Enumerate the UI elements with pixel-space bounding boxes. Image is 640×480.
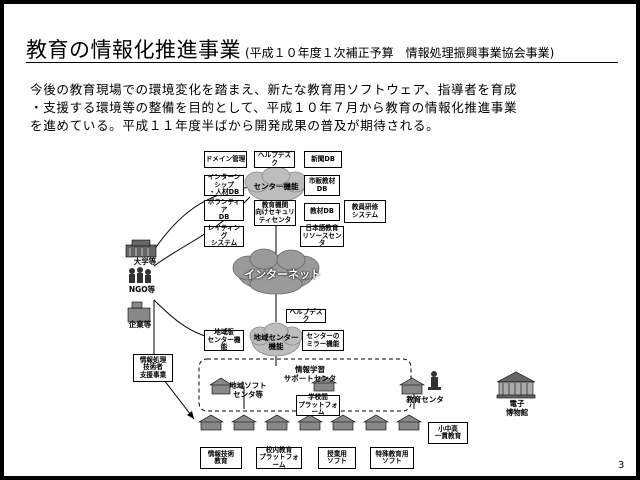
page-title: 教育の情報化推進事業 (平成１０年度１次補正予算 情報処理振興事業協会事業) [26,34,554,64]
regional-center-function-label: 地域センター 機能 [253,333,299,351]
internet-cloud [232,248,320,295]
volunteer-db-box: ボランティア DB [204,199,244,221]
regional-helpdesk-box: ヘルプデスク [286,308,326,323]
regional-soft-center-label: 地域ソフト センタ等 [229,381,267,399]
info-tech-education-box: 情報技術 教育 [200,447,242,469]
education-center-label: 教育センタ [406,395,444,404]
ngo-people-icon [129,267,151,283]
regional-cloud [249,322,303,357]
info-learning-building-icon [310,375,338,392]
slide: 教育の情報化推進事業 (平成１０年度１次補正予算 情報処理振興事業協会事業) 今後… [4,4,636,476]
internship-db-box: インターンシップ ・人材DB [204,174,244,196]
teacher-training-box: 教員研修 システム [344,200,386,223]
title-divider [26,62,618,63]
rating-system-box: レイティング システム [204,225,244,247]
center-function-label: センター機能 [253,182,299,191]
campus-platform-box: 校内教育 プラットフォーム [256,446,302,469]
university-building-icon [125,239,157,258]
university-label: 大学等 [133,257,157,266]
intro-line: ・支援する環境等の整備を目的として、平成１０年７月から教育の情報化推進事業 [30,100,518,115]
school-platform-box: 学校間 プラットフォーム [296,394,340,416]
market-material-db-box: 市販教材 DB [304,175,340,196]
info-learning-support-label: 情報学習 サポートセンタ [283,365,337,383]
museum-icon [496,371,536,399]
helpdesk-box: ヘルプデスク [254,151,295,168]
ngo-label: NGO等 [128,285,156,294]
arrow-it-support [163,379,195,420]
domain-management-box: ドメイン管理 [204,151,247,168]
education-center-building-icon [398,377,426,395]
it-engineer-support-box: 情報処理 技術者 支援事業 [133,354,173,382]
mirror-function-box: センターの ミラー機能 [302,330,344,351]
center-cloud [244,166,308,203]
network-diagram [125,166,536,431]
intro-line: を進めている。平成１１年度半ばから開発成果の普及が期待される。 [30,118,440,133]
internet-label: インターネット [244,268,321,281]
class-software-box: 授業用 ソフト [318,447,356,469]
electronic-museum-label: 電子 博物館 [505,399,529,417]
company-label: 企業等 [128,320,152,329]
school-icons-row [197,414,423,431]
statue-icon [428,371,441,390]
regional-soft-building-icon [208,377,234,395]
page-number: 3 [618,460,625,471]
regional-center-box: 地域版 センター機能 [204,329,244,351]
intro-paragraph: 今後の教育現場での環境変化を踏まえ、新たな教育用ソフトウェア、指導者を育成 ・支… [30,81,620,135]
company-building-icon [127,301,151,323]
title-sub: (平成１０年度１次補正予算 情報処理振興事業協会事業) [245,46,555,60]
japanese-resource-center-box: 日本語教育 リソースセンタ [300,225,344,247]
special-education-software-box: 特殊教育用 ソフト [370,447,414,469]
news-db-box: 新聞DB [304,151,342,168]
title-main: 教育の情報化推進事業 [26,38,241,62]
material-db-box: 教材DB [304,203,340,221]
integrated-education-box: 小中高 一貫教育 [428,422,468,444]
security-center-box: 教育機関 向けセキュリ ティセンタ [254,200,296,226]
intro-line: 今後の教育現場での環境変化を踏まえ、新たな教育用ソフトウェア、指導者を育成 [30,82,517,97]
